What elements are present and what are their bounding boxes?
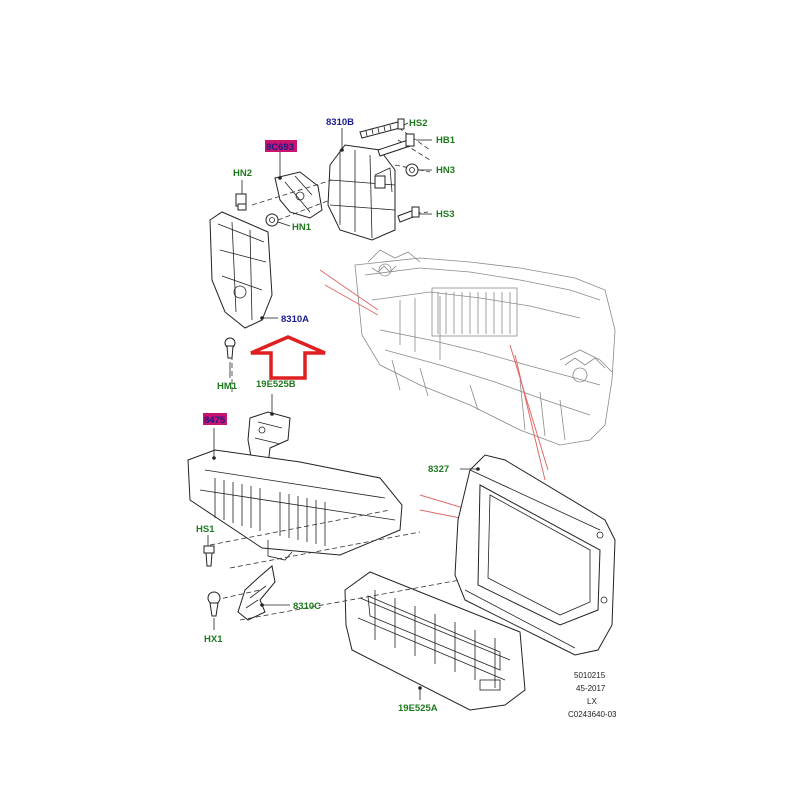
label-8C693: 8C693 (266, 142, 294, 153)
bracket-19E525A (344, 571, 526, 711)
label-HN1: HN1 (292, 222, 312, 233)
bracket-19E525B (247, 411, 291, 466)
screw-HS3 (397, 206, 420, 223)
clip-HX1 (207, 591, 221, 617)
label-HN2: HN2 (233, 168, 252, 179)
bracket-8C693 (274, 171, 323, 219)
bolt-HB1 (377, 133, 415, 157)
fasteners (203, 118, 420, 617)
clip-HM1 (224, 337, 236, 359)
shutter-8475 (187, 449, 403, 561)
bracket-8310C (237, 565, 276, 621)
stamp-line-1: 5010215 (574, 671, 606, 680)
label-HS3: HS3 (436, 209, 454, 220)
stamp-line-4: C0243640-03 (568, 710, 617, 719)
label-19E525B: 19E525B (256, 379, 296, 390)
reference-stamp: 5010215 45-2017 LX C0243640-03 (568, 671, 617, 719)
label-HS2: HS2 (409, 118, 427, 129)
label-8475: 8475 (204, 415, 226, 426)
part-labels: 8310B HS2 HB1 HN3 HS3 8C693 HN2 HN1 8310… (196, 117, 456, 714)
screw-HS1 (203, 545, 215, 567)
stamp-line-2: 45-2017 (576, 684, 606, 693)
label-HX1: HX1 (204, 634, 223, 645)
deflector-8310A (209, 211, 273, 329)
bolt-HS2 (359, 118, 405, 139)
label-HM1: HM1 (217, 381, 238, 392)
label-8327: 8327 (428, 464, 449, 475)
assembly-dashed-lines (209, 122, 461, 621)
direction-arrow (250, 335, 326, 380)
label-HS1: HS1 (196, 524, 215, 535)
label-8310B: 8310B (326, 117, 354, 128)
highlight-8C693 (265, 140, 297, 152)
leader-lines (207, 122, 480, 700)
nut-HN2 (235, 193, 247, 211)
frame-8327 (454, 454, 616, 656)
label-19E525A: 19E525A (398, 703, 438, 714)
stamp-line-3: LX (587, 697, 597, 706)
label-HB1: HB1 (436, 135, 456, 146)
vehicle-front-end-outline (354, 249, 616, 446)
highlight-8475 (203, 413, 227, 425)
nut-HN1 (265, 213, 279, 227)
bracket-8310B (327, 144, 396, 241)
label-8310A: 8310A (281, 314, 309, 325)
nut-HN3 (405, 163, 419, 177)
label-HN3: HN3 (436, 165, 455, 176)
label-8310C: 8310C (293, 601, 321, 612)
